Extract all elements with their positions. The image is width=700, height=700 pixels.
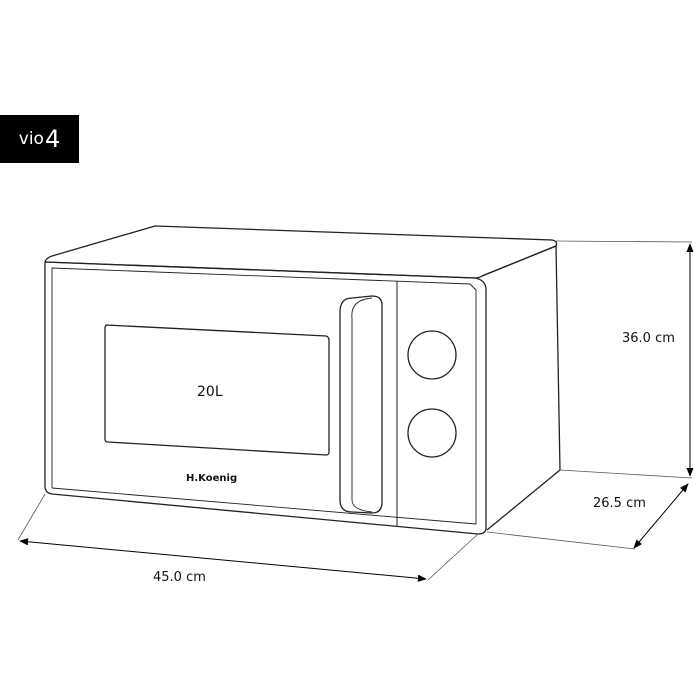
depth-dimension-line xyxy=(633,483,689,549)
door-handle xyxy=(339,295,383,514)
model-prefix: vio xyxy=(18,129,44,149)
height-label: 36.0 cm xyxy=(622,331,675,346)
front-face xyxy=(44,261,487,535)
door-window xyxy=(104,324,330,456)
width-dimension-line xyxy=(19,538,427,582)
brand-logo: H.Koenig xyxy=(186,473,238,484)
depth-label: 26.5 cm xyxy=(593,496,646,511)
width-label: 45.0 cm xyxy=(153,570,206,585)
side-face xyxy=(481,245,561,531)
front-inner-frame xyxy=(51,267,477,525)
timer-knob xyxy=(407,330,457,380)
model-number: 4 xyxy=(44,125,61,153)
capacity-label: 20L xyxy=(197,384,223,400)
top-face xyxy=(44,225,558,279)
power-knob xyxy=(407,408,457,458)
